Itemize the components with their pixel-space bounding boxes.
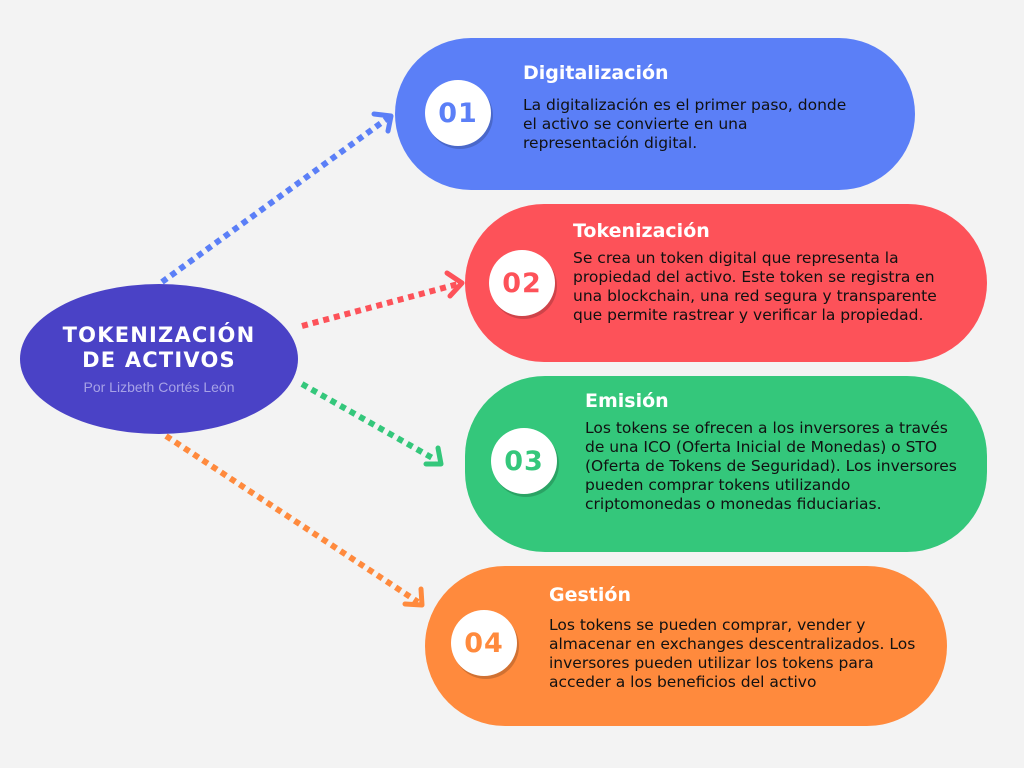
step-badge-02: 02 <box>489 250 555 316</box>
step-title-03: Emisión <box>585 390 669 412</box>
arrow-line-04 <box>164 433 420 605</box>
hub-subtitle: Por Lizbeth Cortés León <box>83 379 235 395</box>
step-title-02: Tokenización <box>573 220 710 242</box>
arrow-line-01 <box>160 115 390 285</box>
step-number-04: 04 <box>464 627 504 659</box>
step-badge-04: 04 <box>451 610 517 676</box>
step-pill-01: 01 Digitalización La digitalización es e… <box>395 38 915 190</box>
step-text-04: Los tokens se pueden comprar, vender y a… <box>549 616 916 691</box>
arrow-head-02 <box>444 270 465 299</box>
step-number-02: 02 <box>502 267 542 299</box>
hub-title-line2: DE ACTIVOS <box>82 348 236 372</box>
step-number-03: 03 <box>504 445 544 477</box>
step-pill-03: 03 Emisión Los tokens se ofrecen a los i… <box>465 376 987 552</box>
arrow-line-03 <box>300 381 438 463</box>
arrow-head-04 <box>402 586 425 608</box>
arrow-head-01 <box>371 111 394 134</box>
step-text-01: La digitalización es el primer paso, don… <box>523 96 847 152</box>
step-number-01: 01 <box>438 97 478 129</box>
arrow-head-03 <box>423 445 444 467</box>
arrow-line-02 <box>301 281 459 329</box>
step-badge-01: 01 <box>425 80 491 146</box>
hub-title-line1: TOKENIZACIÓN <box>62 323 256 347</box>
step-badge-03: 03 <box>491 428 557 494</box>
step-title-01: Digitalización <box>523 62 669 84</box>
step-pill-02: 02 Tokenización Se crea un token digital… <box>465 204 987 362</box>
hub-ellipse: TOKENIZACIÓN DE ACTIVOS Por Lizbeth Cort… <box>20 284 298 434</box>
step-title-04: Gestión <box>549 584 631 606</box>
step-text-02: Se crea un token digital que representa … <box>573 249 937 324</box>
step-pill-04: 04 Gestión Los tokens se pueden comprar,… <box>425 566 947 726</box>
step-text-03: Los tokens se ofrecen a los inversores a… <box>585 419 957 513</box>
